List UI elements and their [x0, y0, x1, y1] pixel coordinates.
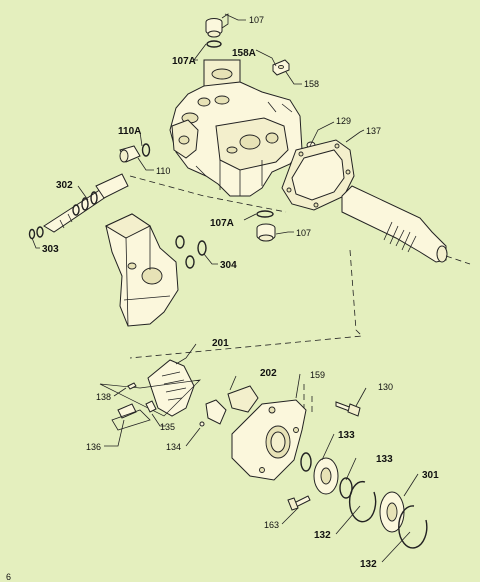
label-134: 134	[166, 442, 181, 452]
label-107-mid: 107	[296, 228, 311, 238]
label-137: 137	[366, 126, 381, 136]
label-110A: 110A	[118, 126, 141, 137]
part-304-orings	[175, 235, 207, 269]
part-137-gasket	[281, 139, 355, 211]
part-301-bearing	[379, 491, 405, 533]
page-number: 6	[6, 572, 11, 582]
label-133-a: 133	[338, 430, 355, 441]
leader-lines	[31, 13, 419, 563]
part-201-guard	[99, 359, 201, 417]
transmission-housing	[169, 59, 303, 197]
part-133-bearing-a	[300, 452, 339, 495]
label-303: 303	[42, 244, 59, 255]
label-107-top: 107	[249, 15, 264, 25]
label-138: 138	[96, 392, 111, 402]
label-135: 135	[160, 422, 175, 432]
label-110: 110	[156, 166, 170, 176]
label-107A-top: 107A	[172, 56, 196, 67]
part-107-plug	[205, 13, 229, 38]
part-110-fitting	[119, 145, 141, 163]
axle-shaft	[341, 185, 471, 265]
part-159-cover	[231, 399, 307, 481]
label-136: 136	[86, 442, 101, 452]
assembly-line-right	[129, 249, 363, 359]
part-163-bolt	[287, 495, 311, 511]
label-302: 302	[56, 180, 73, 191]
part-158-fitting	[272, 59, 290, 76]
assembly-line-top	[129, 175, 287, 213]
part-107-plug-mid	[256, 223, 276, 242]
part-303-oring	[28, 226, 44, 240]
part-136-clip	[111, 403, 151, 431]
label-133-b: 133	[376, 454, 393, 465]
label-130: 130	[378, 382, 393, 392]
part-138-pin	[127, 382, 137, 390]
part-107A-oring-top	[206, 40, 222, 48]
label-107A-mid: 107A	[210, 218, 234, 229]
label-158: 158	[304, 79, 319, 89]
part-133-bearing-b	[339, 477, 353, 499]
labels: 107 107A 158A 158 110A 110 129 137 302 3…	[6, 15, 439, 582]
label-159: 159	[310, 370, 325, 380]
part-202-seal	[205, 385, 259, 425]
part-132-snap-ring-b	[398, 505, 428, 549]
label-301: 301	[422, 470, 439, 481]
label-129: 129	[336, 116, 351, 126]
part-110A-oring	[141, 143, 151, 157]
label-158A: 158A	[232, 48, 256, 59]
label-132-a: 132	[314, 530, 331, 541]
part-134-pin	[199, 421, 205, 427]
label-132-b: 132	[360, 559, 377, 570]
label-201: 201	[212, 338, 229, 349]
part-132-snap-ring-a	[348, 480, 377, 523]
part-107A-oring-mid	[256, 210, 274, 218]
label-304: 304	[220, 260, 237, 271]
label-163: 163	[264, 520, 279, 530]
part-135-pin	[145, 400, 157, 413]
part-302-shaft	[43, 173, 129, 233]
label-202: 202	[260, 368, 277, 379]
part-130-bolt	[335, 401, 361, 417]
pump-block	[104, 213, 179, 327]
